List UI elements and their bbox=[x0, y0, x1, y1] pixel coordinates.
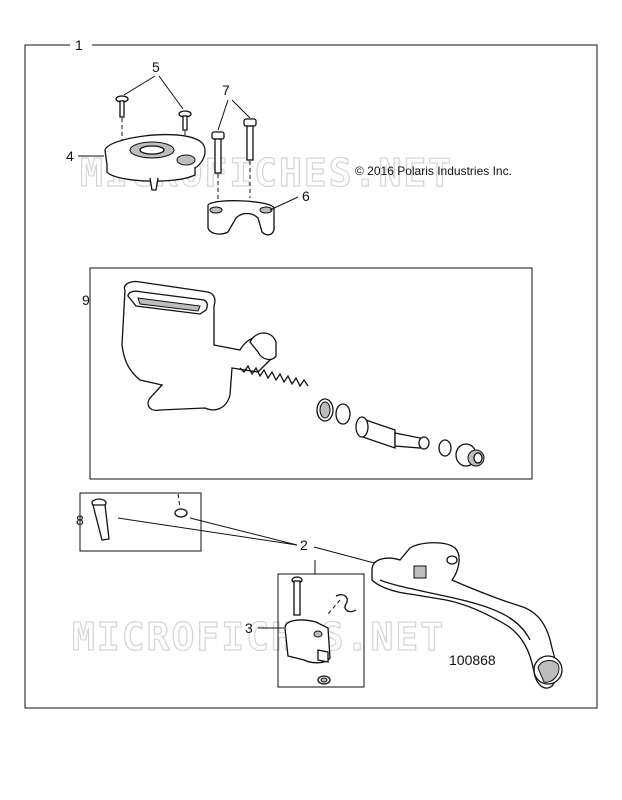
cup-seals bbox=[316, 398, 351, 425]
callout-8: 8 bbox=[76, 512, 84, 528]
outer-frame bbox=[24, 44, 598, 709]
callout-2: 2 bbox=[300, 537, 308, 553]
callout-3: 3 bbox=[245, 620, 253, 636]
return-spring bbox=[239, 364, 309, 388]
adjuster-block bbox=[284, 619, 331, 664]
callout-5: 5 bbox=[152, 59, 160, 75]
callout-1: 1 bbox=[75, 37, 83, 53]
pin-clip bbox=[174, 493, 188, 518]
adjuster-spring bbox=[327, 594, 357, 615]
adjuster-pin bbox=[291, 576, 303, 616]
figure-number: 100868 bbox=[449, 652, 496, 668]
piston bbox=[355, 416, 430, 450]
adjuster-star-washer bbox=[317, 675, 331, 685]
brake-lever bbox=[371, 542, 563, 689]
callout-4: 4 bbox=[66, 148, 74, 164]
pivot-pin-box bbox=[79, 492, 202, 552]
callout-6: 6 bbox=[302, 188, 310, 204]
clamp-screw-right bbox=[243, 118, 257, 198]
adjuster-box bbox=[277, 573, 365, 688]
watermark-bottom: MICROFICHES.NET bbox=[72, 615, 445, 659]
callout-9: 9 bbox=[82, 292, 90, 308]
handlebar-clamp bbox=[207, 200, 275, 236]
master-cylinder-box bbox=[89, 267, 533, 480]
copyright-text: © 2016 Polaris Industries Inc. bbox=[355, 164, 512, 178]
boot-washer bbox=[438, 439, 485, 467]
reservoir-cover bbox=[104, 134, 206, 191]
clamp-screw-left bbox=[211, 131, 225, 200]
master-cylinder-body bbox=[121, 280, 277, 411]
callout-7: 7 bbox=[222, 82, 230, 98]
pivot-pin bbox=[91, 498, 110, 541]
cover-screw-left bbox=[115, 95, 129, 140]
